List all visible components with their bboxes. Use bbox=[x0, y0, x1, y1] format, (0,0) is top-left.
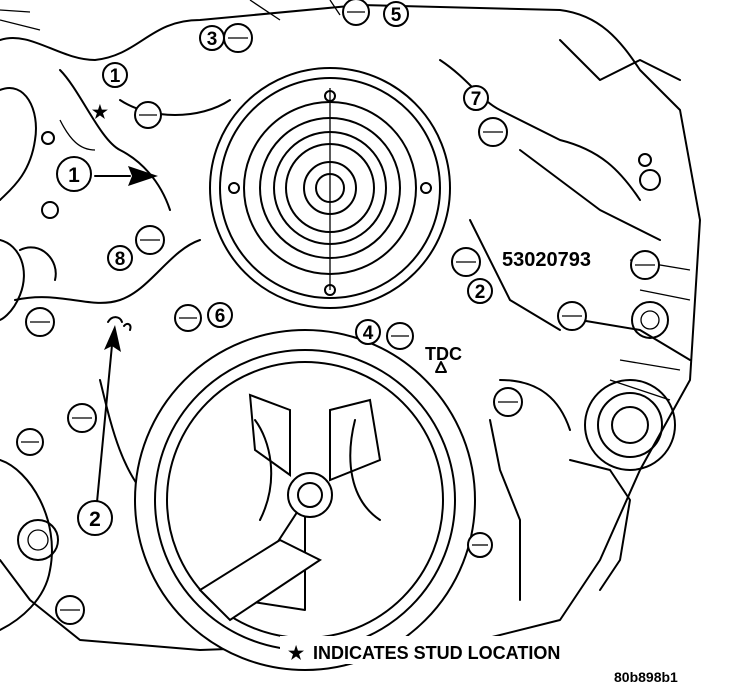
bolt bbox=[630, 250, 660, 280]
legend-star-icon: ★ bbox=[288, 643, 305, 663]
dowel-pin-mark bbox=[107, 316, 132, 331]
callout-bolt-8: 8 bbox=[107, 245, 133, 271]
bolt bbox=[16, 428, 44, 456]
callout-bolt-4-label: 4 bbox=[363, 323, 374, 344]
callout-bolt-5: 5 bbox=[383, 1, 409, 27]
bolt bbox=[67, 403, 97, 433]
callout-item-2-label: 2 bbox=[89, 508, 101, 531]
leader-arrow-item-1 bbox=[94, 166, 158, 186]
callout-item-1-label: 1 bbox=[68, 164, 80, 187]
callout-bolt-7: 7 bbox=[463, 85, 489, 111]
bolt bbox=[55, 595, 85, 625]
callout-bolt-2: 2 bbox=[467, 278, 493, 304]
callout-item-2: 2 bbox=[77, 500, 113, 536]
callout-bolt-7-label: 7 bbox=[471, 89, 482, 110]
right-idler-pulley bbox=[584, 153, 676, 471]
part-number-label: 53020793 bbox=[502, 249, 591, 271]
legend-text: INDICATES STUD LOCATION bbox=[313, 643, 560, 663]
left-housing-details bbox=[17, 131, 59, 561]
bolt bbox=[467, 532, 493, 558]
bolts bbox=[16, 0, 660, 625]
bolt bbox=[557, 301, 587, 331]
leader-arrow-item-2 bbox=[96, 325, 121, 503]
bolt bbox=[135, 225, 165, 255]
callout-bolt-5-label: 5 bbox=[391, 5, 402, 26]
callout-bolt-8-label: 8 bbox=[115, 249, 126, 270]
callout-bolt-1-label: 1 bbox=[110, 66, 121, 87]
stud-star-icon: ★ bbox=[92, 102, 109, 122]
callout-bolt-3-label: 3 bbox=[207, 29, 218, 50]
bolt bbox=[223, 23, 253, 53]
callout-bolt-6-label: 6 bbox=[215, 306, 226, 327]
bolt bbox=[493, 387, 523, 417]
crankshaft-damper bbox=[134, 329, 476, 671]
tdc-mark bbox=[435, 361, 447, 373]
bolt bbox=[451, 247, 481, 277]
bolt bbox=[25, 307, 55, 337]
callout-bolt-6: 6 bbox=[207, 302, 233, 328]
water-pump-pulley bbox=[209, 67, 451, 309]
callout-bolt-1: 1 bbox=[102, 62, 128, 88]
tdc-label: TDC bbox=[425, 344, 462, 364]
figure-id-label: 80b898b1 bbox=[614, 669, 678, 685]
callout-bolt-4: 4 bbox=[355, 319, 381, 345]
bolt bbox=[134, 101, 162, 129]
callout-bolt-2-label: 2 bbox=[475, 282, 486, 303]
bolt bbox=[386, 322, 414, 350]
callout-bolt-3: 3 bbox=[199, 25, 225, 51]
bolt bbox=[342, 0, 370, 26]
engine-block-outline bbox=[0, 0, 701, 651]
callout-item-1: 1 bbox=[56, 156, 92, 192]
bolt bbox=[174, 304, 202, 332]
bolt bbox=[478, 117, 508, 147]
